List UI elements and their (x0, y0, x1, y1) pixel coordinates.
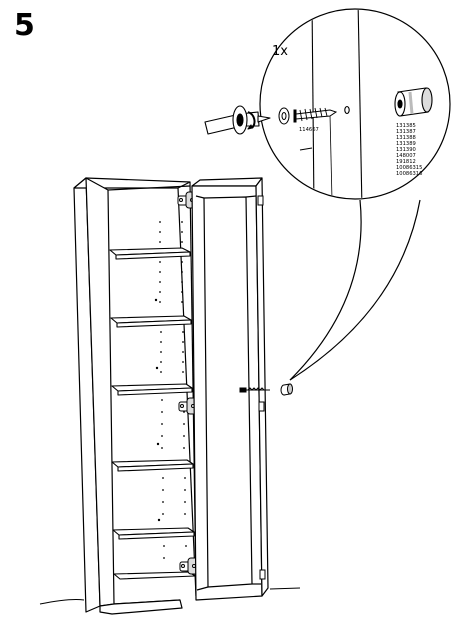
cabinet-door (191, 177, 269, 601)
part-code: 131388 (396, 135, 416, 141)
detail-hole (344, 105, 350, 115)
shelf-pin-holes (154, 221, 187, 559)
part-code: 148007 (396, 153, 416, 159)
detail-callout (259, 8, 451, 381)
part-code: 131389 (396, 141, 416, 147)
screw-icon (293, 107, 338, 123)
detail-door-edge (299, 10, 363, 198)
part-code: 191812 (396, 159, 416, 165)
quantity-label: 1x (272, 44, 288, 59)
part-code: 131387 (396, 129, 416, 135)
part-code: 131390 (396, 147, 416, 153)
knob-icon (394, 87, 433, 117)
cabinet (73, 177, 197, 615)
step-number: 5 (14, 8, 35, 43)
part-code: 131385 (396, 123, 416, 129)
screw-icon (239, 387, 270, 393)
screwdriver-icon (204, 105, 271, 135)
part-codes-list: 131385 131387 131388 131389 131390 14800… (396, 123, 422, 177)
screw-part-number: 114667 (299, 127, 319, 133)
washer-icon (278, 107, 290, 125)
knob-icon (280, 383, 293, 396)
shelves (109, 247, 196, 580)
door-tabs (257, 195, 266, 580)
part-code: 10086316 (396, 171, 422, 177)
part-code: 10086315 (396, 165, 422, 171)
